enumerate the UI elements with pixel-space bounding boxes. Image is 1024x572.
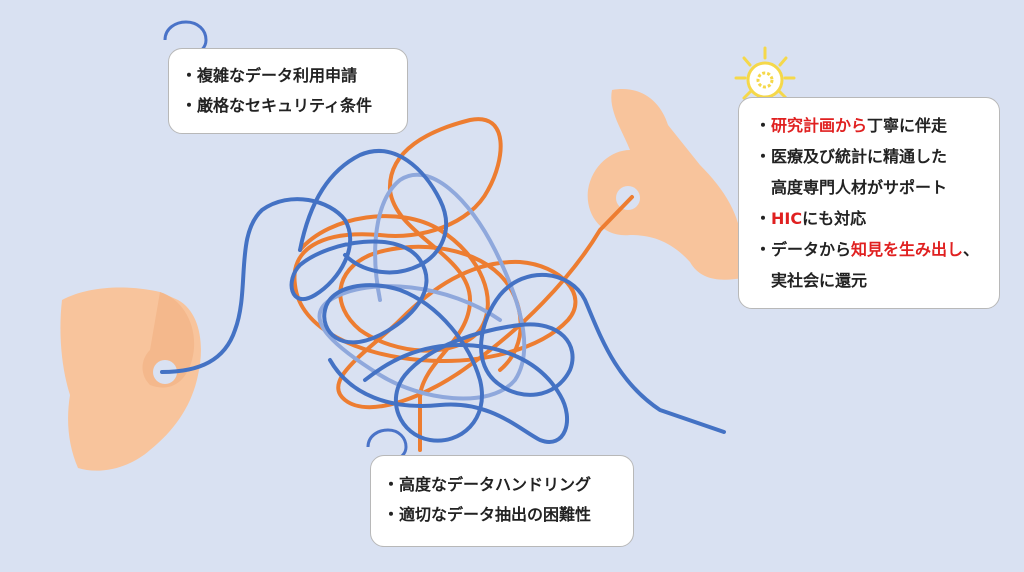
- bullet: ・: [755, 116, 772, 135]
- highlight-text: 知見を生み出し: [851, 240, 964, 259]
- orange-tangle-line-2: [298, 214, 523, 372]
- challenge-box-bottom: ・高度なデータハンドリング ・適切なデータ抽出の困難性: [370, 455, 634, 547]
- challenge-item-application: ・複雑なデータ利用申請: [181, 66, 358, 85]
- challenge-item-security: ・厳格なセキュリティ条件: [181, 96, 373, 115]
- solution-item-insight-cont: 実社会に還元: [771, 271, 868, 290]
- solution-item-hic: ・HICにも対応: [755, 203, 999, 234]
- solution-text: 、: [963, 240, 980, 259]
- left-hand-ok-gesture: [60, 287, 201, 471]
- solution-text: にも対応: [802, 209, 867, 228]
- solution-text: ・データから: [755, 240, 852, 259]
- solution-item-experts: ・医療及び統計に精通した: [755, 147, 948, 166]
- solution-box: ・研究計画から丁寧に伴走 ・医療及び統計に精通した 高度専門人材がサポート ・H…: [738, 97, 1000, 309]
- blue-tangle-line-2: [298, 149, 570, 444]
- solution-item-insight: ・データから知見を生み出し、: [755, 234, 999, 265]
- bullet: ・: [755, 209, 772, 228]
- challenge-item-extraction: ・適切なデータ抽出の困難性: [383, 505, 592, 524]
- challenge-box-top: ・複雑なデータ利用申請 ・厳格なセキュリティ条件: [168, 48, 408, 134]
- solution-item-experts-cont: 高度専門人材がサポート: [771, 178, 948, 197]
- solution-text: 丁寧に伴走: [867, 116, 948, 135]
- challenge-item-handling: ・高度なデータハンドリング: [383, 475, 592, 494]
- blue-tangle-line: [160, 197, 726, 443]
- highlight-text: 研究計画から: [771, 116, 868, 135]
- highlight-text: HIC: [771, 209, 803, 228]
- solution-item-support: ・研究計画から丁寧に伴走: [755, 110, 999, 141]
- right-hand-ok-gesture: [587, 89, 742, 280]
